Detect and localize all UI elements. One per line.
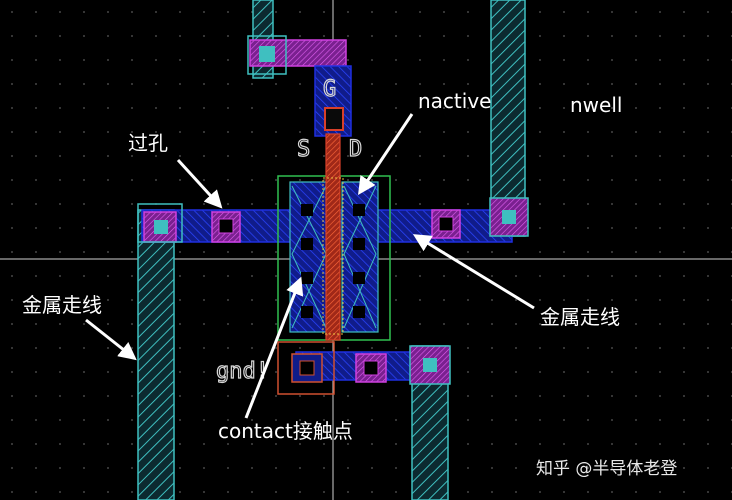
- nwell-label: nwell: [570, 93, 622, 117]
- via-bus-left-core: [218, 218, 234, 234]
- source-label: S: [297, 137, 310, 162]
- via-label: 过孔: [128, 131, 168, 155]
- via-gnd-mid-core: [363, 360, 379, 376]
- via-gnd-right-core: [423, 358, 437, 372]
- watermark: 知乎 @半导体老登: [536, 459, 677, 479]
- metal-label-left: 金属走线: [22, 293, 102, 317]
- arrow-via: [176, 158, 223, 209]
- gnd-tap-core: [299, 360, 315, 376]
- arrow-nactive: [358, 113, 414, 195]
- via-top-core: [259, 46, 275, 62]
- drain-label: D: [349, 137, 362, 162]
- annotation-arrows: [85, 113, 535, 419]
- diffusion-contacts: [301, 204, 365, 318]
- arrow-metal-left: [85, 318, 137, 361]
- metal-label-right: 金属走线: [540, 305, 620, 329]
- contact-label: contact接触点: [218, 419, 353, 443]
- arrow-contact: [244, 276, 304, 419]
- poly-gate: [325, 133, 341, 341]
- metal-rail-top-right: [490, 0, 526, 237]
- metal-rail-left: [137, 209, 175, 500]
- via-top-right-rail-core: [502, 210, 516, 224]
- via-left-outline: [137, 203, 183, 243]
- gate-contact: [324, 107, 344, 131]
- gate-label: G: [323, 77, 336, 102]
- via-bus-right-core: [438, 216, 454, 232]
- via-top-outline: [247, 35, 287, 75]
- arrow-metal-right: [412, 234, 535, 310]
- gnd-tap-outline: [277, 341, 335, 395]
- via-left-rail-core: [154, 220, 168, 234]
- gate-channel: [322, 177, 344, 335]
- nactive-label: nactive: [418, 89, 491, 113]
